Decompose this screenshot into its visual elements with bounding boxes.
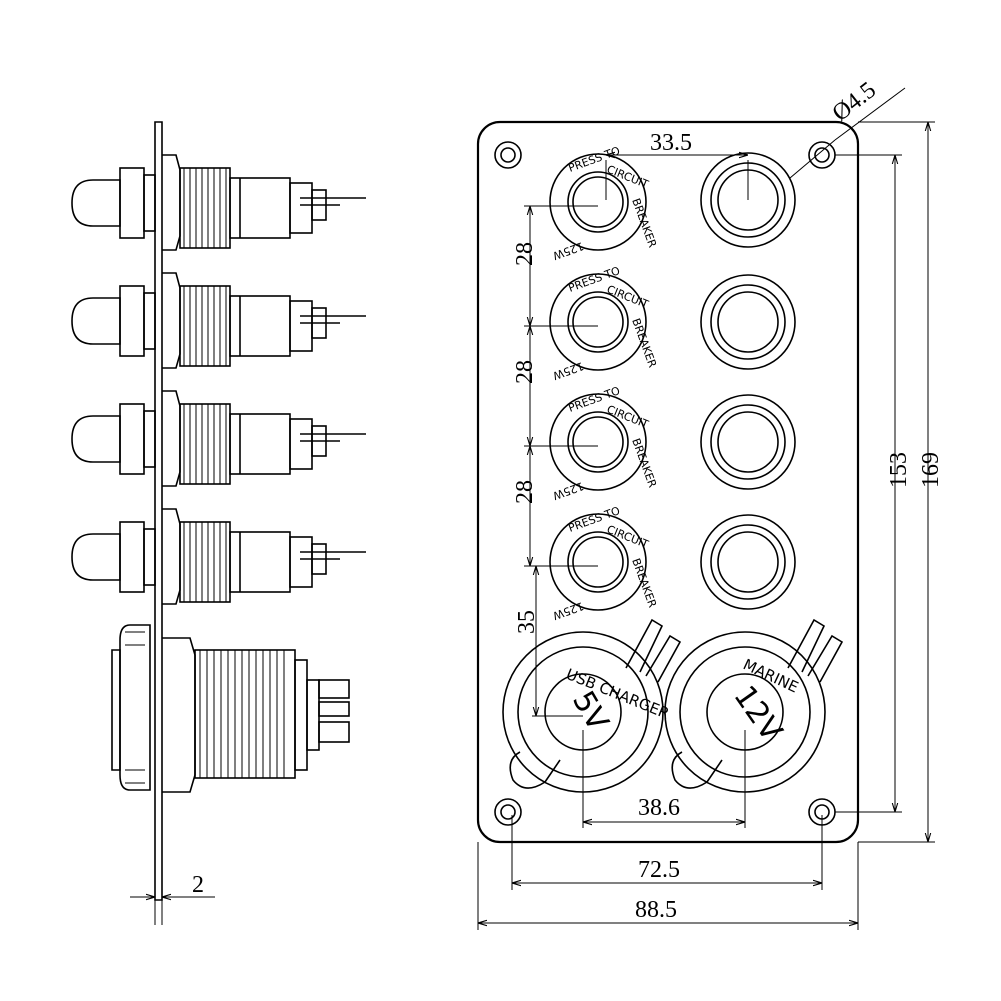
breaker-label: CIRCUIT PRESS TO BREAKER 125W <box>551 504 659 622</box>
dim-text-28-c: 28 <box>512 480 538 504</box>
dim-text-72-5: 72.5 <box>638 857 680 883</box>
mounting-hole <box>494 798 522 826</box>
dim-vertical-pitch: 28 28 28 35 <box>512 205 598 717</box>
side-switch <box>71 154 366 251</box>
dim-text-hole: Ø4.5 <box>828 77 881 127</box>
toggle-switch <box>700 274 796 370</box>
svg-text:125W: 125W <box>551 359 586 382</box>
front-view: CIRCUIT PRESS TO BREAKER 125W CIRCUIT PR… <box>476 77 944 930</box>
dim-text-169: 169 <box>918 452 944 488</box>
breaker-label: CIRCUIT PRESS TO BREAKER 125W <box>551 384 659 502</box>
dim-socket-spacing: 38.6 <box>582 730 746 828</box>
thickness-dimension: 2 <box>130 872 215 925</box>
circuit-breaker <box>549 273 647 371</box>
usb-charger-socket: USB CHARGER 5V <box>502 618 682 793</box>
front-panel <box>476 120 860 844</box>
dim-switch-spacing: 33.5 <box>605 130 749 200</box>
dim-panel-height: 169 <box>858 121 944 843</box>
svg-text:CIRCUIT: CIRCUIT <box>605 523 651 552</box>
mounting-hole <box>494 141 522 169</box>
breaker-label: CIRCUIT PRESS TO BREAKER 125W <box>551 264 659 382</box>
circuit-breaker <box>549 153 647 251</box>
side-switch <box>71 508 366 605</box>
dim-text-153: 153 <box>886 452 912 488</box>
marine-12v-socket: MARINE 12V <box>664 618 844 793</box>
circuit-breaker <box>549 393 647 491</box>
dim-thickness: 2 <box>192 872 204 898</box>
dim-text-33-5: 33.5 <box>650 130 692 156</box>
circuit-breaker <box>549 513 647 611</box>
dim-text-28-a: 28 <box>512 242 538 266</box>
breaker-text-watt: 125W <box>551 239 586 262</box>
breaker-text-breaker: BREAKER <box>629 197 659 250</box>
side-view: 2 <box>71 121 366 925</box>
side-switch <box>71 390 366 487</box>
dim-text-88-5: 88.5 <box>635 897 677 923</box>
dim-hole-spacing-horizontal: 72.5 <box>511 815 823 890</box>
svg-text:BREAKER: BREAKER <box>629 557 659 610</box>
dim-hole-spacing-vertical: 153 <box>835 154 912 813</box>
dim-hole-diameter: Ø4.5 <box>789 77 906 179</box>
svg-text:BREAKER: BREAKER <box>629 437 659 490</box>
svg-text:BREAKER: BREAKER <box>629 317 659 370</box>
toggle-switch <box>700 394 796 490</box>
side-panel-plate <box>154 121 163 901</box>
breaker-text-circuit: CIRCUIT <box>605 163 651 192</box>
svg-text:125W: 125W <box>551 479 586 502</box>
side-switch <box>71 272 366 369</box>
toggle-switch <box>700 514 796 610</box>
breaker-label: CIRCUIT PRESS TO BREAKER 125W <box>551 144 659 262</box>
mounting-hole <box>808 141 836 169</box>
dim-panel-width: 88.5 <box>477 842 859 930</box>
dim-text-38-6: 38.6 <box>638 795 680 821</box>
dim-text-35: 35 <box>514 610 540 634</box>
side-socket <box>111 624 350 793</box>
dim-text-28-b: 28 <box>512 360 538 384</box>
svg-text:CIRCUIT: CIRCUIT <box>605 283 651 312</box>
svg-text:CIRCUIT: CIRCUIT <box>605 403 651 432</box>
svg-text:125W: 125W <box>551 599 586 622</box>
